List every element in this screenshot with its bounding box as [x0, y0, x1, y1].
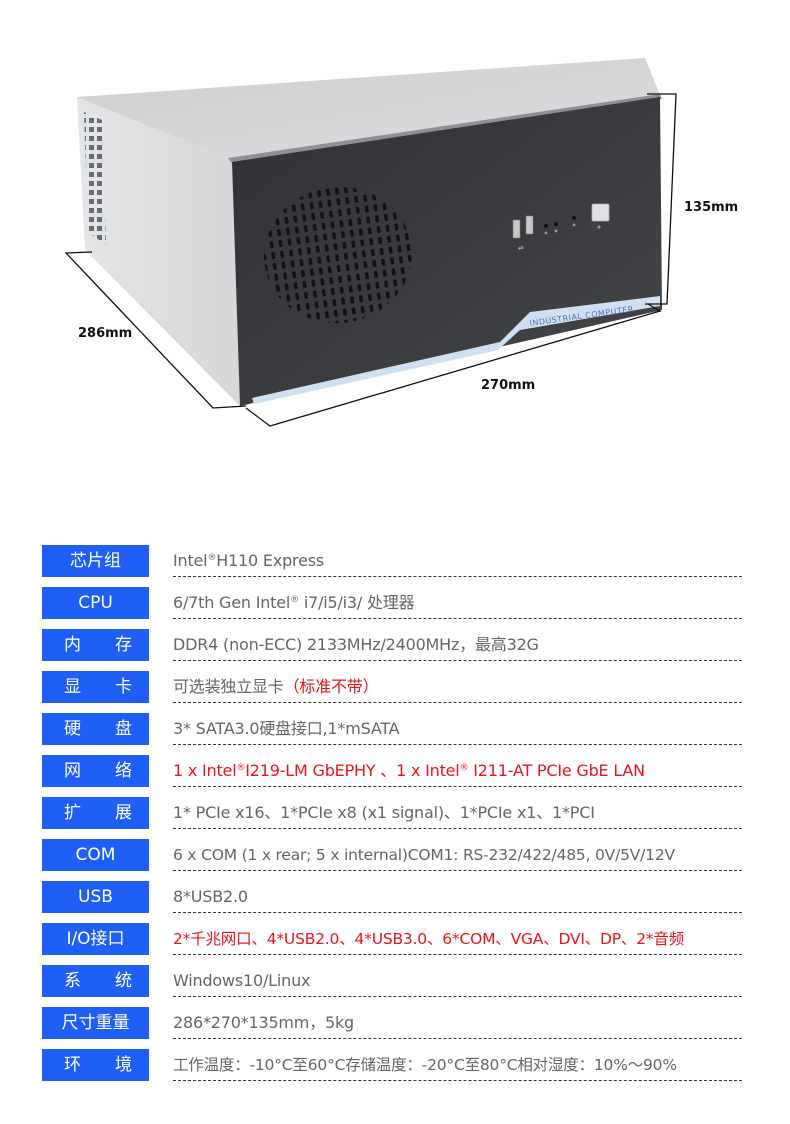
spec-value-cpu: 6/7th Gen Intel® i7/i5/i3/ 处理器 — [173, 587, 742, 619]
chassis-top — [77, 58, 660, 160]
spec-row-chipset: 芯片组 Intel®H110 Express — [42, 545, 742, 587]
depth-dimension-label: 286mm — [78, 326, 133, 341]
accent-stripe — [252, 296, 660, 404]
spec-label-expansion: 扩 展 — [42, 797, 149, 829]
usb-port-icon — [512, 219, 521, 239]
spec-row-memory: 内 存 DDR4 (non-ECC) 2133MHz/2400MHz，最高32G — [42, 629, 742, 671]
spec-row-storage: 硬 盘 3* SATA3.0硬盘接口,1*mSATA — [42, 713, 742, 755]
spec-row-environment: 环 境 工作温度：-10°C至60°C存储温度：-20°C至80°C相对湿度：1… — [42, 1049, 742, 1091]
spec-label-cpu: CPU — [42, 587, 149, 619]
spec-row-usb: USB 8*USB2.0 — [42, 881, 742, 923]
spec-row-com: COM 6 x COM (1 x rear; 5 x internal)COM1… — [42, 839, 742, 881]
height-dimension-line — [645, 93, 677, 305]
height-dimension-label: 135mm — [684, 200, 739, 215]
spec-value-os: Windows10/Linux — [173, 965, 742, 997]
spec-value-com: 6 x COM (1 x rear; 5 x internal)COM1: RS… — [173, 839, 742, 871]
industrial-computer-illustration: INDUSTRIAL COMPUTER ⇌ — [64, 58, 677, 427]
spec-label-io: I/O接口 — [42, 923, 149, 955]
spec-row-graphics: 显 卡 可选装独立显卡（标准不带） — [42, 671, 742, 713]
spec-value-network: 1 x Intel®I219-LM GbEPHY 、1 x Intel® I21… — [173, 755, 742, 787]
fan-grille — [264, 186, 412, 324]
spec-row-io: I/O接口 2*千兆网口、4*USB2.0、4*USB3.0、6*COM、VGA… — [42, 923, 742, 965]
usb-port-icon — [525, 215, 534, 235]
spec-row-os: 系 统 Windows10/Linux — [42, 965, 742, 1007]
spec-value-expansion: 1* PCIe x16、1*PCIe x8 (x1 signal)、1*PCIe… — [173, 797, 742, 829]
spec-label-graphics: 显 卡 — [42, 671, 149, 703]
spec-value-usb: 8*USB2.0 — [173, 881, 742, 913]
front-panel — [232, 97, 662, 406]
spec-label-usb: USB — [42, 881, 149, 913]
spec-value-environment: 工作温度：-10°C至60°C存储温度：-20°C至80°C相对湿度：10%～9… — [173, 1049, 742, 1081]
spec-value-io: 2*千兆网口、4*USB2.0、4*USB3.0、6*COM、VGA、DVI、D… — [173, 923, 742, 955]
spec-value-storage: 3* SATA3.0硬盘接口,1*mSATA — [173, 713, 742, 745]
side-vents — [84, 112, 106, 245]
spec-label-network: 网 络 — [42, 755, 149, 787]
spec-row-expansion: 扩 展 1* PCIe x16、1*PCIe x8 (x1 signal)、1*… — [42, 797, 742, 839]
spec-label-os: 系 统 — [42, 965, 149, 997]
spec-label-storage: 硬 盘 — [42, 713, 149, 745]
spec-table: 芯片组 Intel®H110 Express CPU 6/7th Gen Int… — [42, 545, 742, 1091]
spec-label-environment: 环 境 — [42, 1049, 149, 1081]
spec-label-size-weight: 尺寸重量 — [42, 1007, 149, 1039]
standard-excluded-note: （标准不带） — [283, 677, 379, 696]
spec-value-graphics: 可选装独立显卡（标准不带） — [173, 671, 742, 703]
chassis-side — [77, 97, 240, 406]
svg-text:⇌: ⇌ — [518, 244, 524, 252]
width-dimension-label: 270mm — [481, 378, 536, 393]
depth-dimension-line — [64, 251, 247, 409]
spec-value-memory: DDR4 (non-ECC) 2133MHz/2400MHz，最高32G — [173, 629, 742, 661]
spec-label-memory: 内 存 — [42, 629, 149, 661]
spec-row-network: 网 络 1 x Intel®I219-LM GbEPHY 、1 x Intel®… — [42, 755, 742, 797]
spec-value-size-weight: 286*270*135mm，5kg — [173, 1007, 742, 1039]
spec-label-chipset: 芯片组 — [42, 545, 149, 577]
spec-label-com: COM — [42, 839, 149, 871]
spec-row-size-weight: 尺寸重量 286*270*135mm，5kg — [42, 1007, 742, 1049]
spec-row-cpu: CPU 6/7th Gen Intel® i7/i5/i3/ 处理器 — [42, 587, 742, 629]
width-dimension-line — [245, 303, 662, 427]
product-image: INDUSTRIAL COMPUTER ⇌ 135mm 270mm 286mm — [0, 0, 790, 460]
power-button-icon — [591, 203, 610, 222]
spec-value-chipset: Intel®H110 Express — [173, 545, 742, 577]
